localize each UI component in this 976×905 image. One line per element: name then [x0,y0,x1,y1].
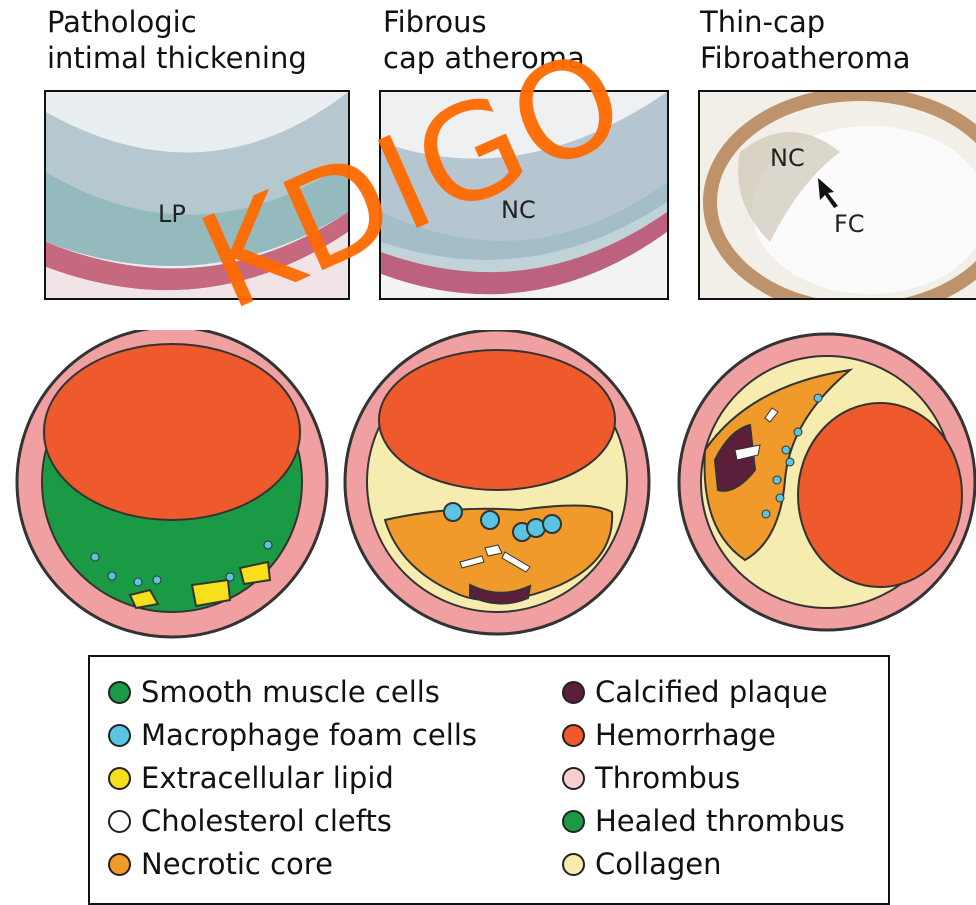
label-nc-thin-cap: NC [770,144,805,172]
plaque-cross-section-diagrams [0,330,976,650]
legend-item-macrophage-foam-cells: Macrophage foam cells [108,718,477,752]
legend-swatch [562,681,585,704]
title-thin-cap-fibroatheroma: Thin-cap Fibroatheroma [700,4,910,76]
legend-label: Smooth muscle cells [141,675,440,709]
legend-swatch [562,853,585,876]
legend-label: Necrotic core [141,847,333,881]
legend-label: Collagen [595,847,722,881]
cross-section-thin-cap [679,334,975,630]
legend-label: Thrombus [595,761,740,795]
legend-swatch [108,724,131,747]
legend: Smooth muscle cells Macrophage foam cell… [88,655,890,905]
legend-item-collagen: Collagen [562,847,722,881]
legend-item-thrombus: Thrombus [562,761,740,795]
legend-swatch [562,810,585,833]
legend-swatch [108,810,131,833]
title-fibrous-cap-atheroma: Fibrous cap atheroma [383,4,585,76]
legend-label: Macrophage foam cells [141,718,477,752]
title-line: Thin-cap [700,4,910,40]
histology-panel-fibrous-cap: NC [379,90,669,300]
legend-label: Calcified plaque [595,675,828,709]
legend-label: Extracellular lipid [141,761,394,795]
title-line: cap atheroma [383,40,585,76]
title-pathologic-intimal-thickening: Pathologic intimal thickening [47,4,307,76]
legend-item-hemorrhage: Hemorrhage [562,718,776,752]
histology-image-intimal-thickening [46,92,348,298]
label-nc-fibrous-cap: NC [501,196,536,224]
title-line: Fibrous [383,4,585,40]
legend-item-extracellular-lipid: Extracellular lipid [108,761,394,795]
cross-section-intimal-thickening [17,330,327,637]
title-line: intimal thickening [47,40,307,76]
histology-image-fibrous-cap [381,92,667,298]
legend-swatch [108,853,131,876]
cross-section-fibrous-cap [345,330,649,634]
title-line: Fibroatheroma [700,40,910,76]
legend-label: Hemorrhage [595,718,776,752]
legend-swatch [562,724,585,747]
legend-item-healed-thrombus: Healed thrombus [562,804,845,838]
legend-swatch [108,681,131,704]
legend-swatch [108,767,131,790]
histology-panel-intimal-thickening: LP [44,90,350,300]
histology-image-thin-cap [700,92,976,298]
label-fc: FC [834,210,865,238]
histology-panel-thin-cap: NC FC [698,90,976,300]
legend-item-necrotic-core: Necrotic core [108,847,333,881]
label-lp: LP [158,200,186,228]
legend-label: Healed thrombus [595,804,845,838]
title-line: Pathologic [47,4,307,40]
legend-label: Cholesterol clefts [141,804,392,838]
legend-swatch [562,767,585,790]
legend-item-cholesterol-clefts: Cholesterol clefts [108,804,392,838]
legend-item-smooth-muscle-cells: Smooth muscle cells [108,675,440,709]
legend-item-calcified-plaque: Calcified plaque [562,675,828,709]
